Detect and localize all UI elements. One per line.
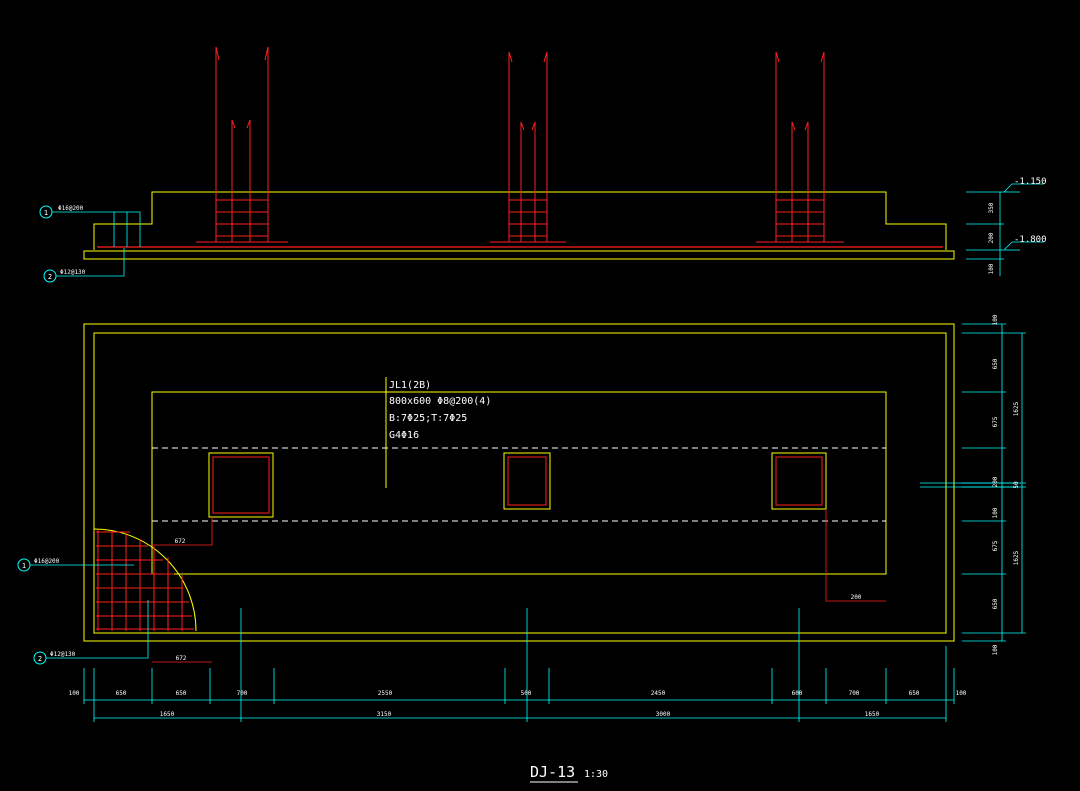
bottom-dim-6: 2450 bbox=[651, 690, 666, 697]
plan-footing-outline bbox=[93, 332, 947, 634]
corner-rebar-detail bbox=[93, 528, 197, 632]
plan-callout-2: 2 Φ12@130 bbox=[33, 600, 149, 665]
section-column-2 bbox=[490, 51, 566, 243]
bottom-dim-7: 600 bbox=[792, 690, 803, 697]
bottom-dim-9: 650 bbox=[909, 690, 920, 697]
section-callout-2-num: 2 bbox=[48, 273, 52, 281]
plan-callout-2-text: Φ12@130 bbox=[50, 651, 76, 658]
right-total-dim-1: 50 bbox=[1013, 481, 1020, 489]
section-view: 1 Φ16@200 2 Φ12@130 -1.150 -1.800 350 bbox=[39, 46, 1047, 283]
right-dim-5: 675 bbox=[992, 540, 999, 551]
section-cushion bbox=[83, 250, 955, 260]
drawing-scale: 1:30 bbox=[584, 769, 608, 780]
bottom-dim-2: 650 bbox=[176, 690, 187, 697]
section-callout-1-num: 1 bbox=[44, 209, 48, 217]
plan-view: JL1(2B) 800x600 Φ8@200(4) B:7Φ25;T:7Φ25 … bbox=[17, 323, 1026, 665]
plan-callout-1-text: Φ16@200 bbox=[34, 558, 60, 565]
bottom-total-dim-2: 3000 bbox=[656, 711, 671, 718]
plan-bottom-dim-lines bbox=[83, 608, 955, 722]
level-top: -1.150 bbox=[1014, 177, 1047, 187]
plan-right-dim-lines bbox=[962, 323, 1026, 642]
right-dim-3: 200 bbox=[992, 476, 999, 487]
beam-note-line3: B:7Φ25;T:7Φ25 bbox=[389, 413, 467, 424]
right-total-dim-2: 1625 bbox=[1013, 550, 1020, 565]
bottom-dim-10: 100 bbox=[956, 690, 967, 697]
section-side-dims bbox=[966, 183, 1044, 276]
plan-bottom-dim-text-row1: 100 650 650 700 2550 500 2450 600 700 650 100 bbox=[69, 690, 967, 697]
plan-small-dims bbox=[152, 509, 886, 663]
section-concrete-outline bbox=[93, 191, 947, 250]
right-dim-4: 100 bbox=[992, 507, 999, 518]
side-dim-200: 200 bbox=[988, 232, 995, 243]
beam-note-line4: G4Φ16 bbox=[389, 430, 419, 441]
side-dim-350: 350 bbox=[988, 202, 995, 213]
plan-callout-1: 1 Φ16@200 bbox=[17, 558, 134, 572]
plan-column-2 bbox=[503, 452, 551, 510]
bottom-dim-4: 2550 bbox=[378, 690, 393, 697]
right-total-dim-0: 1625 bbox=[1013, 401, 1020, 416]
side-dim-100: 100 bbox=[988, 263, 995, 274]
drawing-title-block: DJ-13 1:30 bbox=[530, 763, 608, 783]
bottom-dim-8: 700 bbox=[849, 690, 860, 697]
right-dim-0: 100 bbox=[992, 314, 999, 325]
right-dim-7: 100 bbox=[992, 644, 999, 655]
section-callout-2: 2 Φ12@130 bbox=[43, 248, 125, 283]
beam-note-line2: 800x600 Φ8@200(4) bbox=[389, 396, 491, 407]
section-callout-1: 1 Φ16@200 bbox=[39, 205, 141, 247]
plan-callout-2-num: 2 bbox=[38, 655, 42, 663]
bottom-dim-0: 100 bbox=[69, 690, 80, 697]
right-dim-2: 675 bbox=[992, 416, 999, 427]
plan-column-3 bbox=[771, 452, 827, 510]
small-dim-right: 200 bbox=[851, 594, 862, 601]
plan-pedestal-outline bbox=[151, 391, 887, 575]
right-dim-1: 650 bbox=[992, 358, 999, 369]
drawing-title: DJ-13 bbox=[530, 763, 575, 781]
plan-cushion-outline bbox=[83, 323, 955, 642]
level-bottom: -1.800 bbox=[1014, 235, 1047, 245]
plan-callout-1-num: 1 bbox=[22, 562, 26, 570]
bottom-dim-1: 650 bbox=[116, 690, 127, 697]
plan-bottom-dim-text-row2: 1650 3150 3000 1650 bbox=[160, 711, 880, 718]
section-column-1 bbox=[196, 46, 288, 243]
beam-note: JL1(2B) 800x600 Φ8@200(4) B:7Φ25;T:7Φ25 … bbox=[389, 380, 491, 441]
plan-right-dim-text-inner: 100 650 675 200 100 675 650 100 bbox=[992, 314, 999, 655]
section-callout-1-text: Φ16@200 bbox=[58, 205, 84, 212]
bottom-dim-3: 700 bbox=[237, 690, 248, 697]
bottom-total-dim-3: 1650 bbox=[865, 711, 880, 718]
section-column-3 bbox=[756, 51, 844, 243]
bottom-total-dim-0: 1650 bbox=[160, 711, 175, 718]
section-callout-2-text: Φ12@130 bbox=[60, 269, 86, 276]
plan-column-1 bbox=[208, 452, 274, 518]
small-dim-left: 672 bbox=[175, 538, 186, 545]
plan-right-dim-text-outer: 1625 50 1625 bbox=[1013, 401, 1020, 565]
beam-note-line1: JL1(2B) bbox=[389, 380, 431, 391]
right-dim-6: 650 bbox=[992, 598, 999, 609]
bottom-total-dim-1: 3150 bbox=[377, 711, 392, 718]
small-dim-bottom: 672 bbox=[176, 655, 187, 662]
bottom-dim-5: 500 bbox=[521, 690, 532, 697]
